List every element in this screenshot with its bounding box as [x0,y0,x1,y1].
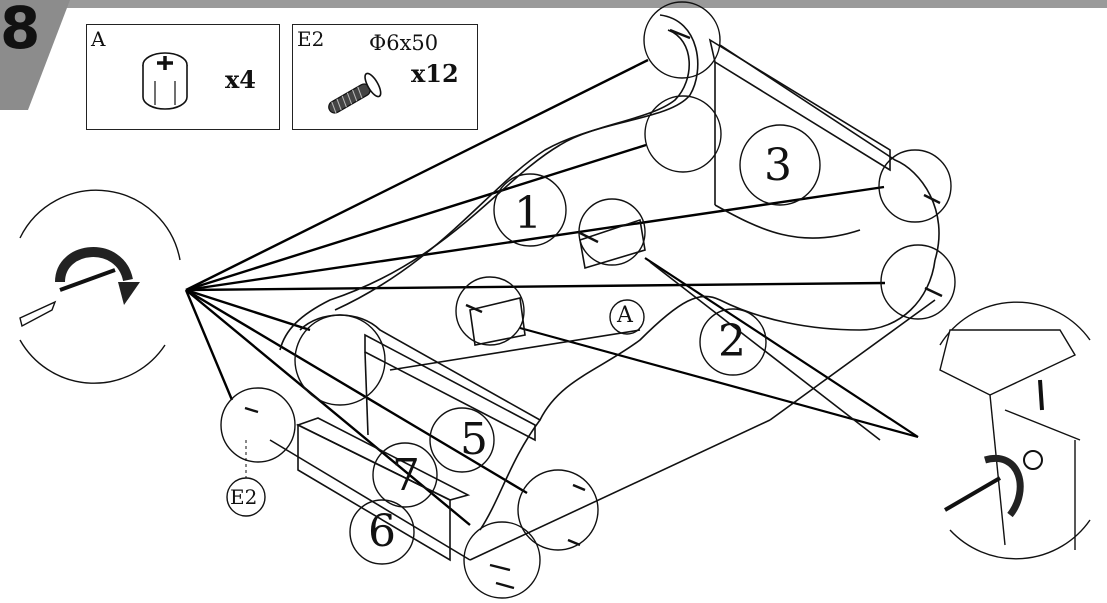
part-quantity: x4 [225,65,257,94]
parts-box-cam-lock: A x4 [86,24,280,130]
part-letter: A [91,27,106,51]
panel-label-1: 1 [514,188,542,239]
panel-label-7: 7 [392,450,420,501]
pointer-lines-left [184,58,886,526]
cam-lock-icon [142,52,188,110]
cam-lock-callout-right [939,301,1091,560]
step-marker-tab [0,0,70,110]
panel-label-6: 6 [368,506,396,557]
screw-marks [244,28,943,590]
screw-icon [328,72,382,114]
detail-circles [220,1,956,599]
callout-cam-label: A [617,303,633,328]
part-size: Φ6x50 [369,31,439,55]
bed-frame [269,14,940,562]
screwdriver-callout-left [19,189,181,384]
panel-label-3: 3 [764,140,792,191]
step-number: 8 [0,0,41,62]
panel-label-5: 5 [460,414,488,465]
part-letter: E2 [297,27,325,51]
parts-box-screw: E2 Φ6x50 x12 [292,24,478,130]
panel-label-2: 2 [718,316,746,367]
part-quantity: x12 [411,59,459,88]
callout-screw-label: E2 [230,485,258,509]
